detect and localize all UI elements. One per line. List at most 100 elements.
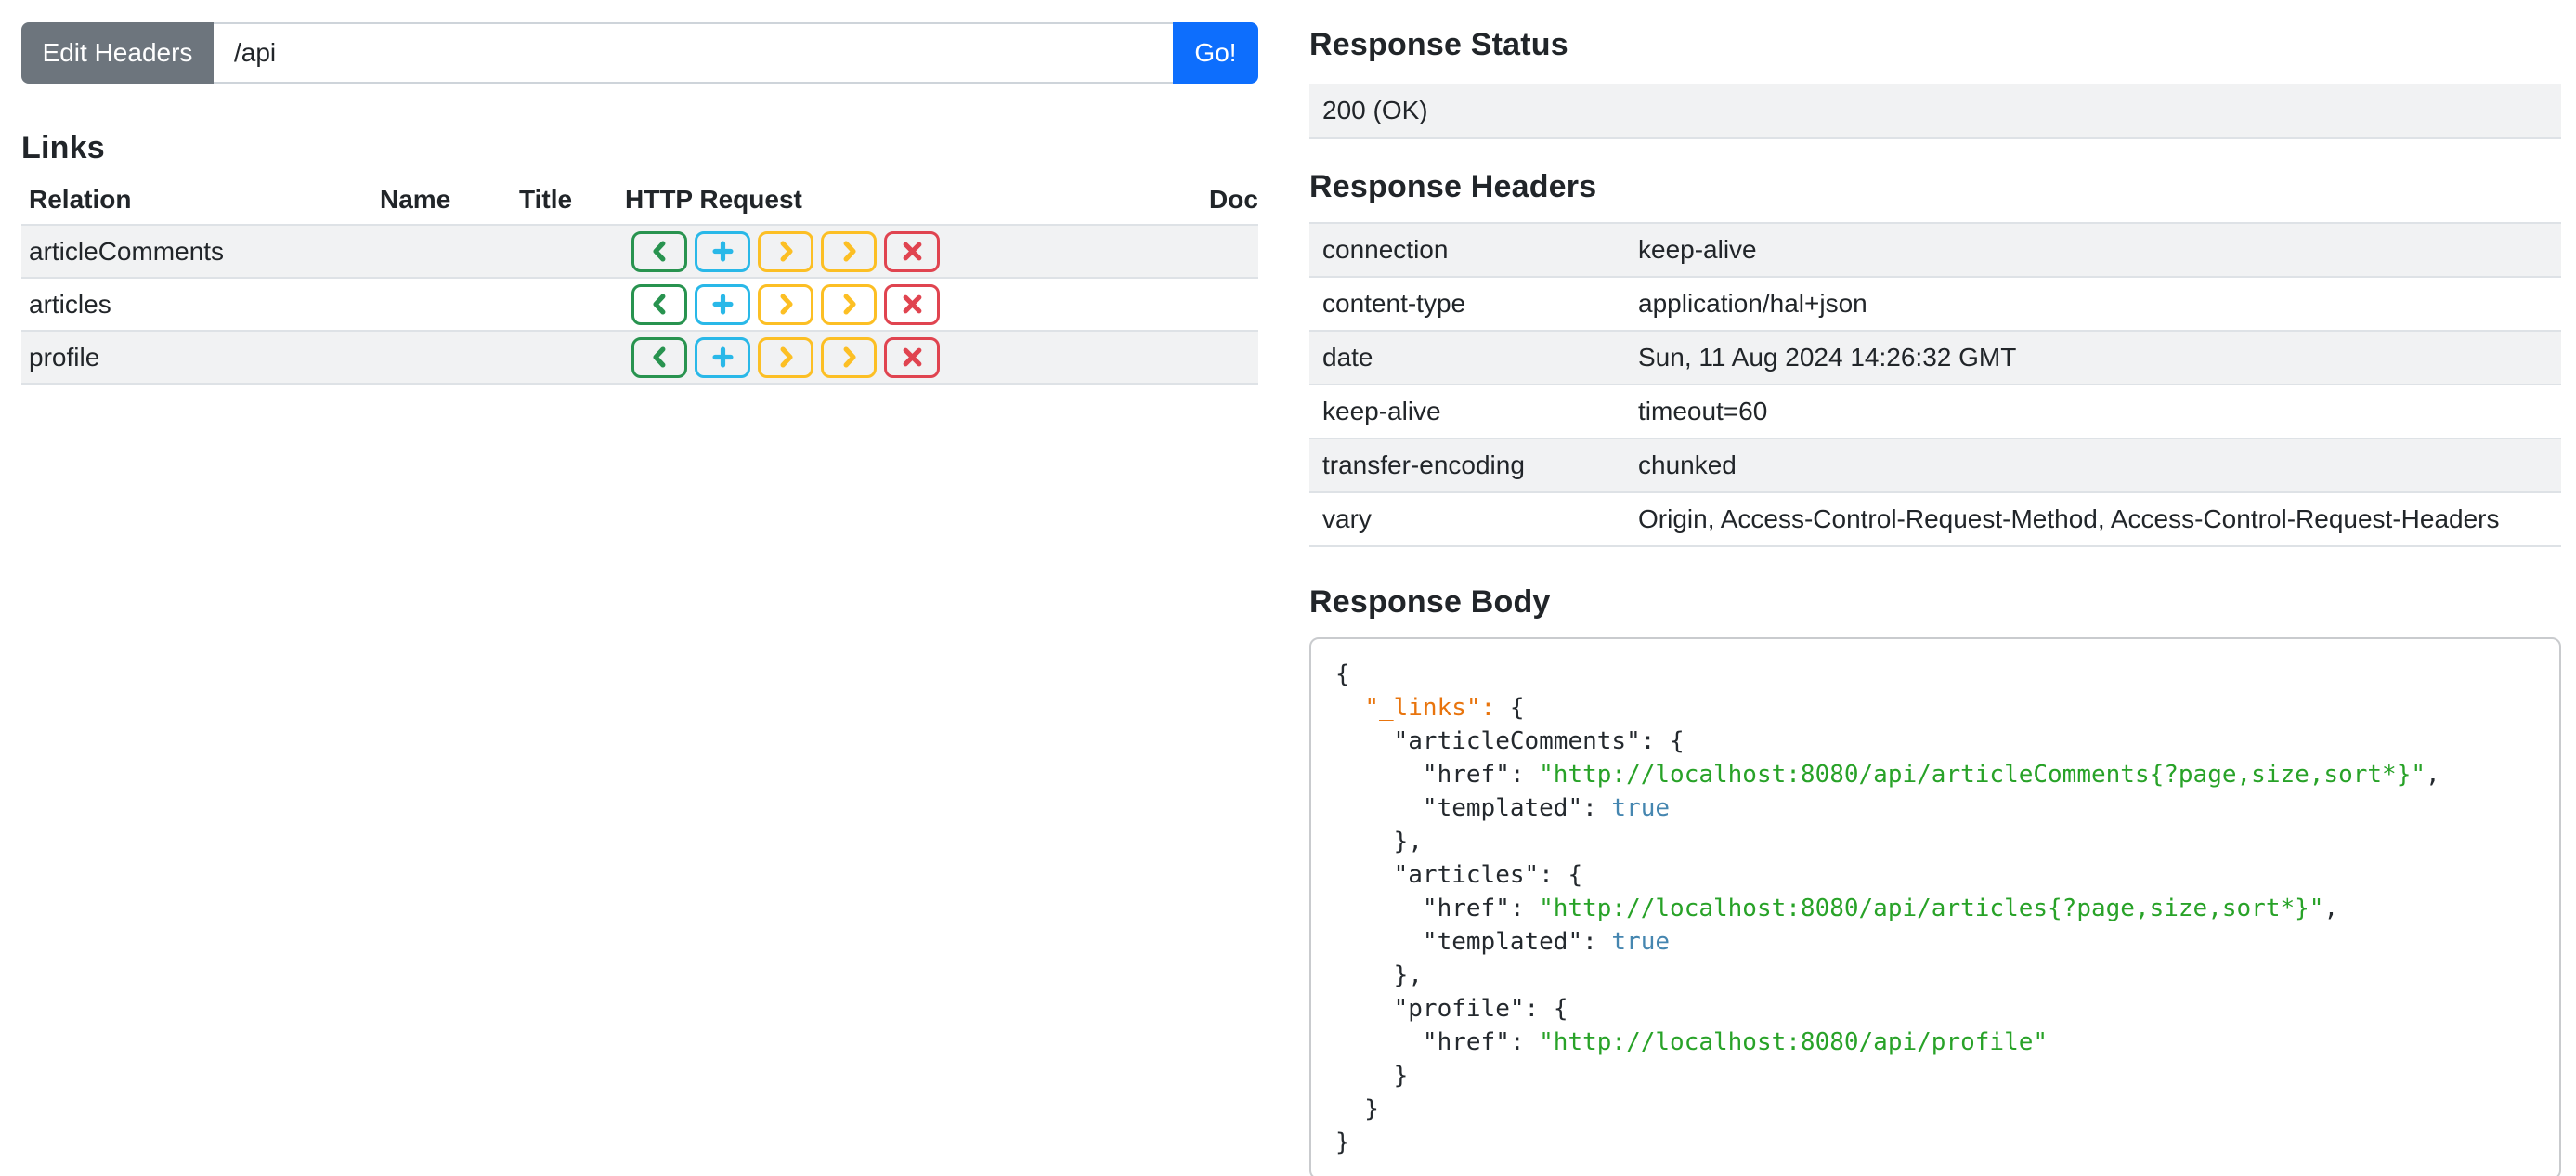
header-value-cell: Sun, 11 Aug 2024 14:26:32 GMT xyxy=(1625,331,2561,385)
http-request-cell xyxy=(618,278,1202,332)
plus-icon xyxy=(711,241,734,262)
http-get-button[interactable] xyxy=(631,336,687,378)
code-line: }, xyxy=(1335,961,1423,989)
column-header-relation: Relation xyxy=(21,181,372,226)
code-line: "href": "http://localhost:8080/api/artic… xyxy=(1422,895,2339,922)
http-patch-button[interactable] xyxy=(821,336,877,378)
links-title: Links xyxy=(21,130,105,165)
http-put-button[interactable] xyxy=(758,283,813,325)
code-line: "_links": { xyxy=(1364,694,1525,722)
column-header-name: Name xyxy=(372,181,512,226)
x-icon xyxy=(903,242,921,261)
code-line: } xyxy=(1335,1095,1379,1123)
chevron-left-icon xyxy=(652,294,665,315)
header-value-cell: chunked xyxy=(1625,438,2561,493)
code-line: } xyxy=(1335,1062,1409,1090)
header-value-cell: Origin, Access-Control-Request-Method, A… xyxy=(1625,492,2561,547)
name-cell xyxy=(372,225,512,279)
response-body-code: { "_links": { "articleComments": { "href… xyxy=(1309,637,2561,1176)
explorer-panel: Edit Headers Go! Links RelationNameTitle… xyxy=(21,22,1258,1176)
http-post-button[interactable] xyxy=(695,283,750,325)
title-cell xyxy=(512,331,618,385)
response-headers-title: Response Headers xyxy=(1309,169,1597,204)
response-body-title: Response Body xyxy=(1309,584,1551,620)
name-cell xyxy=(372,278,512,332)
code-line: { xyxy=(1335,660,1350,688)
header-name-cell: content-type xyxy=(1309,277,1625,332)
http-patch-button[interactable] xyxy=(821,283,877,325)
chevron-right-icon xyxy=(843,241,856,262)
http-request-cell xyxy=(618,225,1202,279)
header-value-cell: application/hal+json xyxy=(1625,277,2561,332)
http-delete-button[interactable] xyxy=(884,283,940,325)
request-bar: Edit Headers Go! xyxy=(21,22,1258,84)
plus-icon xyxy=(711,294,734,315)
link-row-profile: profile xyxy=(21,331,1258,385)
code-line: "articles": { xyxy=(1393,861,1583,889)
chevron-right-icon xyxy=(843,294,856,315)
chevron-left-icon xyxy=(652,346,665,368)
column-header-http-request: HTTP Request xyxy=(618,181,1202,226)
chevron-right-icon xyxy=(780,294,793,315)
code-line: } xyxy=(1335,1129,1350,1156)
code-line: "href": "http://localhost:8080/api/artic… xyxy=(1422,761,2440,789)
go-button[interactable]: Go! xyxy=(1173,22,1258,84)
http-post-button[interactable] xyxy=(695,230,750,272)
code-line: "articleComments": { xyxy=(1393,727,1685,755)
http-patch-button[interactable] xyxy=(821,230,877,272)
relation-cell: profile xyxy=(21,331,372,385)
chevron-left-icon xyxy=(652,241,665,262)
plus-icon xyxy=(711,346,734,368)
url-input[interactable] xyxy=(214,22,1173,84)
title-cell xyxy=(512,225,618,279)
header-name-cell: vary xyxy=(1309,492,1625,547)
http-get-button[interactable] xyxy=(631,283,687,325)
link-row-articles: articles xyxy=(21,278,1258,332)
chevron-right-icon xyxy=(780,241,793,262)
http-get-button[interactable] xyxy=(631,230,687,272)
doc-cell xyxy=(1202,225,1258,279)
edit-headers-button[interactable]: Edit Headers xyxy=(21,22,214,84)
code-line: "href": "http://localhost:8080/api/profi… xyxy=(1422,1028,2049,1056)
header-value-cell: timeout=60 xyxy=(1625,385,2561,439)
relation-cell: articleComments xyxy=(21,225,372,279)
response-status-value: 200 (OK) xyxy=(1309,84,2561,139)
response-panel: Response Status 200 (OK) Response Header… xyxy=(1309,22,2561,1176)
code-line: }, xyxy=(1335,828,1423,856)
http-delete-button[interactable] xyxy=(884,230,940,272)
header-name-cell: transfer-encoding xyxy=(1309,438,1625,493)
name-cell xyxy=(372,331,512,385)
chevron-right-icon xyxy=(843,346,856,368)
http-post-button[interactable] xyxy=(695,336,750,378)
header-name-cell: connection xyxy=(1309,222,1625,278)
x-icon xyxy=(903,294,921,314)
header-value-cell: keep-alive xyxy=(1625,222,2561,278)
http-request-cell xyxy=(618,331,1202,385)
column-header-doc: Doc xyxy=(1202,181,1258,226)
code-line: "profile": { xyxy=(1393,995,1568,1023)
doc-cell xyxy=(1202,331,1258,385)
column-header-title: Title xyxy=(512,181,618,226)
header-name-cell: keep-alive xyxy=(1309,385,1625,439)
http-put-button[interactable] xyxy=(758,336,813,378)
doc-cell xyxy=(1202,278,1258,332)
x-icon xyxy=(903,347,921,367)
http-delete-button[interactable] xyxy=(884,336,940,378)
code-line: "templated": true xyxy=(1422,928,1671,956)
title-cell xyxy=(512,278,618,332)
link-row-articleComments: articleComments xyxy=(21,225,1258,279)
http-put-button[interactable] xyxy=(758,230,813,272)
relation-cell: articles xyxy=(21,278,372,332)
chevron-right-icon xyxy=(780,346,793,368)
response-status-title: Response Status xyxy=(1309,27,1568,62)
